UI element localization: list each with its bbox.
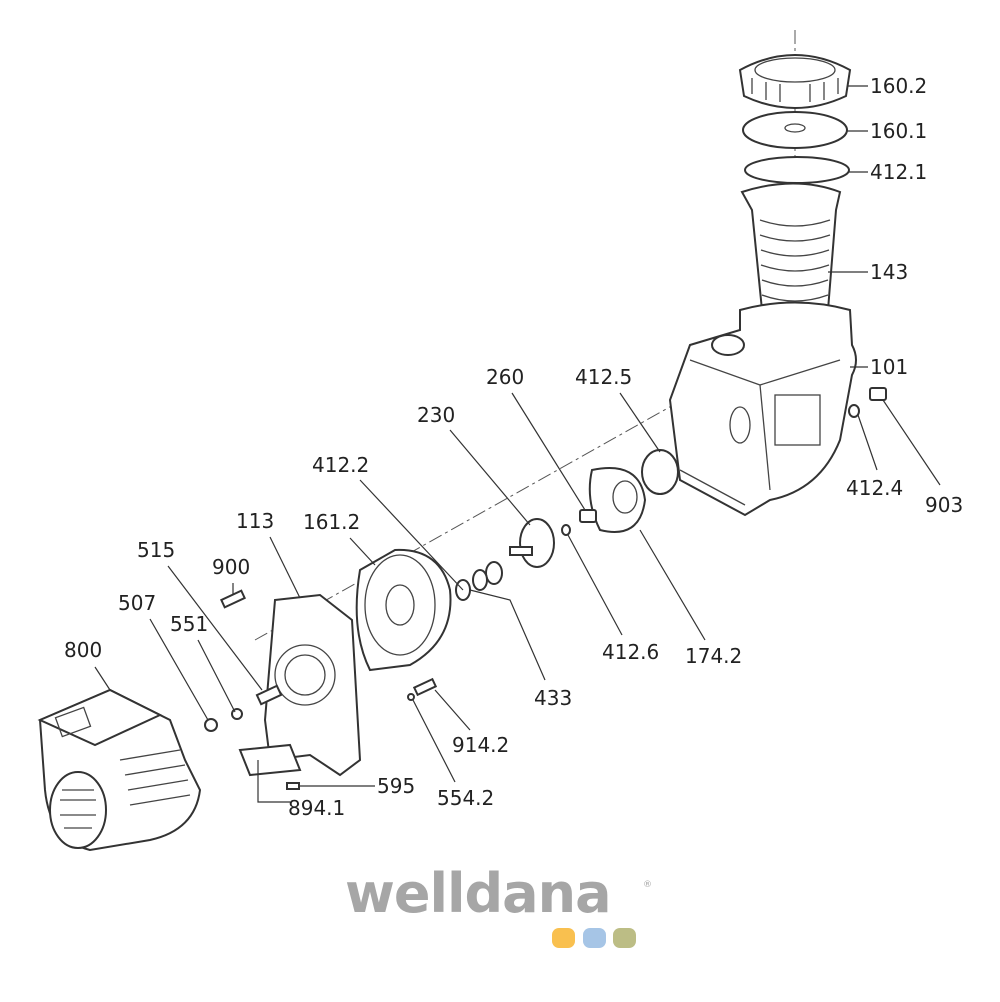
logo-dot-orange [552,928,575,948]
washer-551 [231,708,243,720]
label-230: 230 [417,403,455,427]
logo-dot-blue [583,928,606,948]
assembly-axis [254,389,701,641]
o-ring-412-5 [641,449,679,495]
registered-mark: ® [643,880,652,890]
label-914-2: 914.2 [452,733,509,757]
label-551: 551 [170,612,208,636]
label-101: 101 [870,355,908,379]
welldana-logo: welldana [345,862,612,925]
label-554-2: 554.2 [437,786,494,810]
label-160-1: 160.1 [870,119,927,143]
label-161-2: 161.2 [303,510,360,534]
spring-515 [255,684,283,706]
label-595: 595 [377,774,415,798]
label-433: 433 [534,686,572,710]
label-894-1: 894.1 [288,796,345,820]
lid-160-1 [742,111,848,149]
slinger-507 [204,718,218,732]
pump-housing-101 [668,301,857,517]
motor-800 [37,688,202,852]
drain-plug-903 [869,387,887,401]
impeller-230 [509,518,555,568]
o-ring-412-6 [561,524,571,536]
label-412-2: 412.2 [312,453,369,477]
label-113: 113 [236,509,274,533]
impeller-nut-260 [579,509,597,523]
label-412-5: 412.5 [575,365,632,389]
o-ring-412-1 [744,156,850,184]
label-260: 260 [486,365,524,389]
label-160-2: 160.2 [870,74,927,98]
diffuser-174-2 [588,467,647,533]
label-143: 143 [870,260,908,284]
strainer-basket-143 [740,182,842,319]
seal-plate-161-2 [355,548,452,672]
screw-900 [220,589,246,609]
label-412-1: 412.1 [870,160,927,184]
screw-914-2 [412,677,438,697]
label-800: 800 [64,638,102,662]
label-900: 900 [212,555,250,579]
o-ring-412-4 [848,404,860,418]
mechanical-seal-433 [455,561,503,601]
label-903: 903 [925,493,963,517]
lid-ring-160-2 [738,54,852,109]
label-412-6: 412.6 [602,640,659,664]
label-412-4: 412.4 [846,476,903,500]
key-595 [286,782,300,790]
motor-bracket-113 [238,593,362,777]
logo-dot-olive [613,928,636,948]
label-174-2: 174.2 [685,644,742,668]
washer-554-2 [407,693,415,701]
leader-lines [94,85,941,803]
label-515: 515 [137,538,175,562]
label-507: 507 [118,591,156,615]
